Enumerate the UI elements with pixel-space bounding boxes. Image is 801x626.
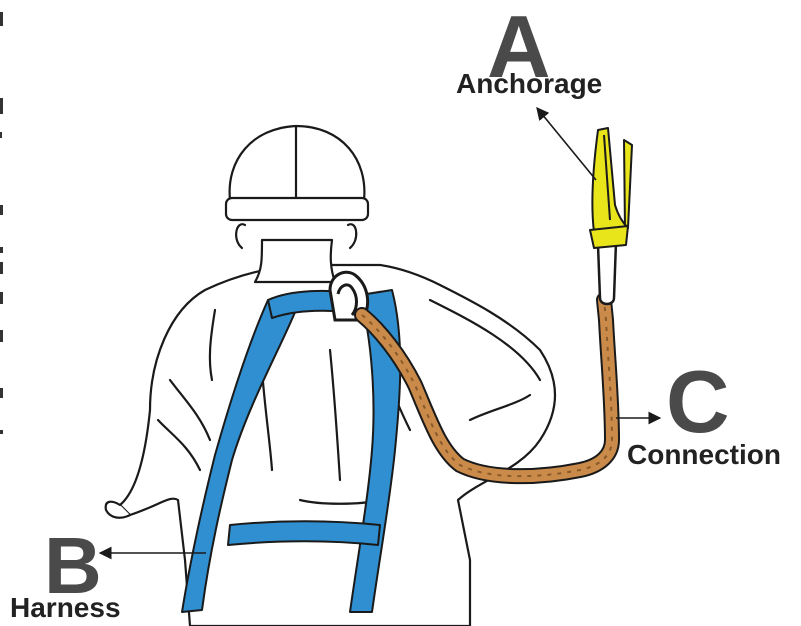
anchorage-label: Anchorage xyxy=(456,70,602,98)
worker-neck xyxy=(255,240,335,282)
edge-text-fragments xyxy=(0,12,3,434)
connection-letter: C xyxy=(666,358,730,446)
hard-hat-icon xyxy=(226,126,368,220)
harness-label: Harness xyxy=(10,594,121,622)
connection-label: Connection xyxy=(627,441,781,469)
anchorage-sling xyxy=(590,128,632,248)
anchorage-arrow xyxy=(537,108,596,180)
harness-strap-cross xyxy=(228,521,380,545)
